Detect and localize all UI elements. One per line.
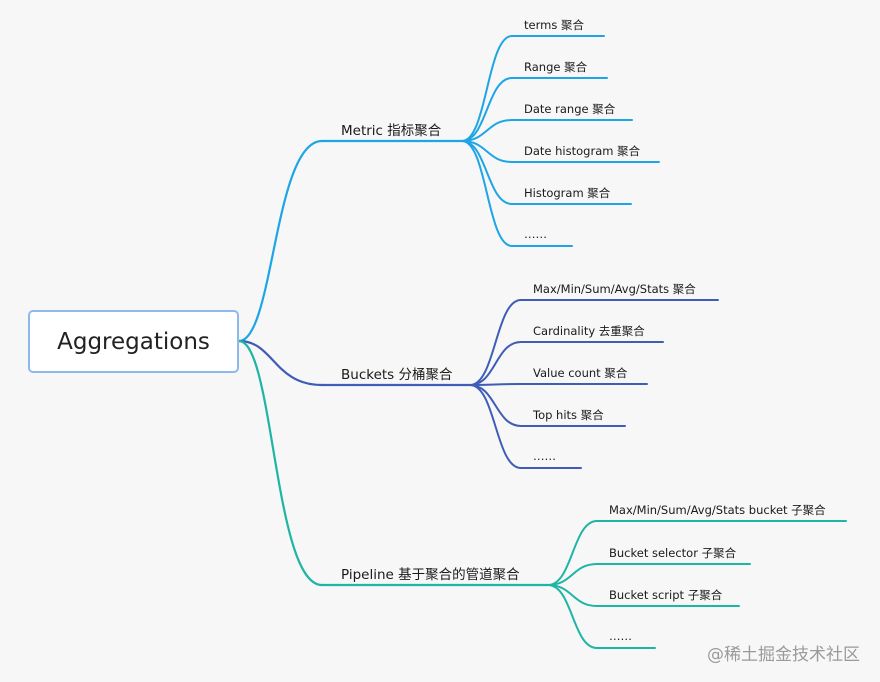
branch-label[interactable]: Pipeline 基于聚合的管道聚合	[341, 567, 520, 583]
leaf-label[interactable]: Bucket script 子聚合	[609, 588, 723, 602]
leaf-label[interactable]: ……	[524, 227, 547, 241]
leaf-label[interactable]: Cardinality 去重聚合	[533, 324, 645, 338]
leaf-label[interactable]: terms 聚合	[524, 18, 584, 32]
branch-connector	[237, 339, 324, 587]
leaf-label[interactable]: ……	[609, 629, 632, 643]
leaf-label[interactable]: Top hits 聚合	[533, 408, 604, 422]
leaf-label[interactable]: Histogram 聚合	[524, 186, 611, 200]
leaf-label[interactable]: Date range 聚合	[524, 102, 616, 116]
branch-connector	[237, 139, 324, 343]
leaf-connector	[461, 35, 513, 142]
leaf-connector	[469, 341, 522, 386]
leaf-label[interactable]: Max/Min/Sum/Avg/Stats 聚合	[533, 282, 696, 296]
leaf-connector	[469, 384, 522, 427]
watermark: @稀土掘金技术社区	[707, 645, 860, 665]
leaf-connector	[547, 584, 598, 649]
leaf-label[interactable]: Range 聚合	[524, 60, 588, 74]
leaf-connector	[469, 299, 522, 386]
branch-label[interactable]: Buckets 分桶聚合	[341, 367, 453, 383]
leaf-connector	[461, 77, 513, 142]
leaf-connector	[461, 140, 513, 247]
root-node[interactable]: Aggregations	[28, 310, 239, 373]
leaf-connector	[461, 119, 513, 142]
leaf-connector	[547, 563, 598, 586]
leaf-label[interactable]: Bucket selector 子聚合	[609, 546, 737, 560]
leaf-connector	[469, 384, 522, 469]
leaf-label[interactable]: ……	[533, 449, 556, 463]
leaf-connector	[547, 520, 598, 586]
leaf-label[interactable]: Date histogram 聚合	[524, 144, 641, 158]
leaf-label[interactable]: Max/Min/Sum/Avg/Stats bucket 子聚合	[609, 503, 826, 517]
leaf-connector	[469, 383, 522, 386]
root-label: Aggregations	[57, 328, 210, 355]
leaf-label[interactable]: Value count 聚合	[533, 366, 628, 380]
branch-connector	[237, 339, 324, 387]
branch-label[interactable]: Metric 指标聚合	[341, 123, 442, 139]
